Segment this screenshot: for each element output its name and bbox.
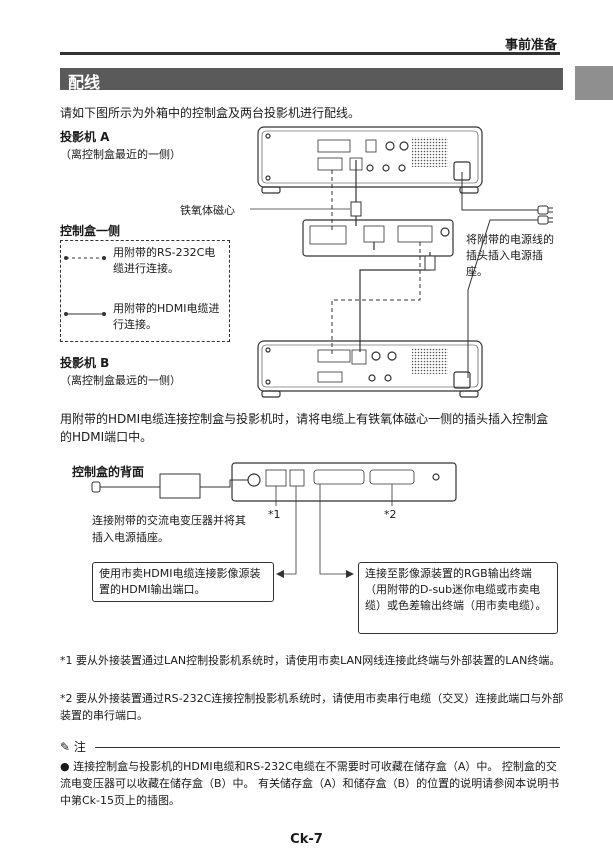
projector-b-subtitle: （离控制盒最远的一侧）: [60, 374, 181, 387]
projector-a-subtitle: （离控制盒最近的一侧）: [60, 148, 181, 161]
rs232c-cables: [331, 170, 421, 356]
ac-adapter-note: 连接附带的交流电变压器并将其插入电源插座。: [92, 514, 246, 544]
header-section-title: 事前准备: [504, 38, 557, 53]
section-title-bar: 配线: [60, 68, 563, 92]
legend-rs232c-text: 用附带的RS-232C电缆进行连接。: [113, 246, 216, 275]
projector-a-vent: [412, 137, 448, 167]
footnote-2-mark: *2: [60, 692, 73, 705]
footnote-1: *1 要从外接装置通过LAN控制投影机系统时，请使用市卖LAN网线连接此终端与外…: [60, 652, 565, 669]
page-number: Ck-7: [290, 832, 323, 847]
note-bullet: ●: [60, 760, 70, 773]
control-box-rear-illustration: [231, 462, 457, 502]
header-rule: [60, 52, 560, 55]
note-label: 注: [73, 740, 86, 754]
control-box-rear-title: 控制盒的背面: [72, 465, 145, 479]
arrow-to-rgb-box: [346, 570, 354, 578]
marker-2: *2: [384, 508, 397, 521]
note-body: ● 连接控制盒与投影机的HDMI电缆和RS-232C电缆在不需要时可收藏在储存盒…: [60, 758, 565, 809]
projector-b-title: 投影机 B: [60, 356, 110, 370]
ac-adapter-illustration: [91, 473, 248, 499]
footnote-1-mark: *1: [60, 654, 73, 667]
legend-hdmi-text: 用附带的HDMI电缆进行连接。: [113, 302, 220, 331]
control-box-side-title: 控制盒一侧: [60, 224, 121, 238]
ferrite-core-b: [424, 255, 436, 271]
projector-a-illustration: [257, 126, 483, 194]
note-pencil-icon: ✎: [60, 740, 71, 754]
power-cords: [461, 172, 538, 378]
cable-legend: 用附带的RS-232C电缆进行连接。 用附带的HDMI电缆进行连接。: [60, 240, 230, 342]
footnote-2-text: 要从外接装置通过RS-232C连接控制投影机系统时，请使用市卖串行电缆（交叉）连…: [60, 692, 564, 722]
power-plug-icon: [537, 205, 553, 225]
footnote-2: *2 要从外接装置通过RS-232C连接控制投影机系统时，请使用市卖串行电缆（交…: [60, 690, 565, 724]
chapter-side-tab: [575, 66, 613, 100]
note-text: 连接控制盒与投影机的HDMI电缆和RS-232C电缆在不需要时可收藏在储存盒（A…: [60, 760, 560, 807]
projector-b-illustration: [257, 340, 483, 398]
power-cord-note: 将附带的电源线的插头插入电源插座。: [466, 233, 554, 278]
marker-1: *1: [268, 508, 281, 521]
footnote-1-text: 要从外接装置通过LAN控制投影机系统时，请使用市卖LAN网线连接此终端与外部装置…: [76, 654, 561, 667]
projector-a-title: 投影机 A: [60, 130, 110, 144]
rgb-source-box: 连接至影像源装置的RGB输出终端（用附带的D-sub迷你电缆或市卖电缆）或色差输…: [358, 562, 558, 634]
leader-lines: [275, 484, 393, 575]
note-heading: ✎ 注: [60, 738, 86, 755]
arrow-to-hdmi-box: [276, 570, 284, 578]
section-title: 配线: [68, 73, 101, 92]
note-rule: [95, 747, 560, 748]
ferrite-core-a: [350, 201, 362, 217]
intro-text: 请如下图所示为外箱中的控制盒及两台投影机进行配线。: [60, 106, 361, 120]
hdmi-source-box: 使用市卖HDMI电缆连接影像源装置的HDMI输出端口。: [92, 562, 274, 602]
ferrite-core-label: 铁氧体磁心: [180, 204, 235, 217]
hdmi-connection-paragraph: 用附带的HDMI电缆连接控制盒与投影机时，请将电缆上有铁氧体磁心一侧的插头插入控…: [60, 412, 549, 444]
